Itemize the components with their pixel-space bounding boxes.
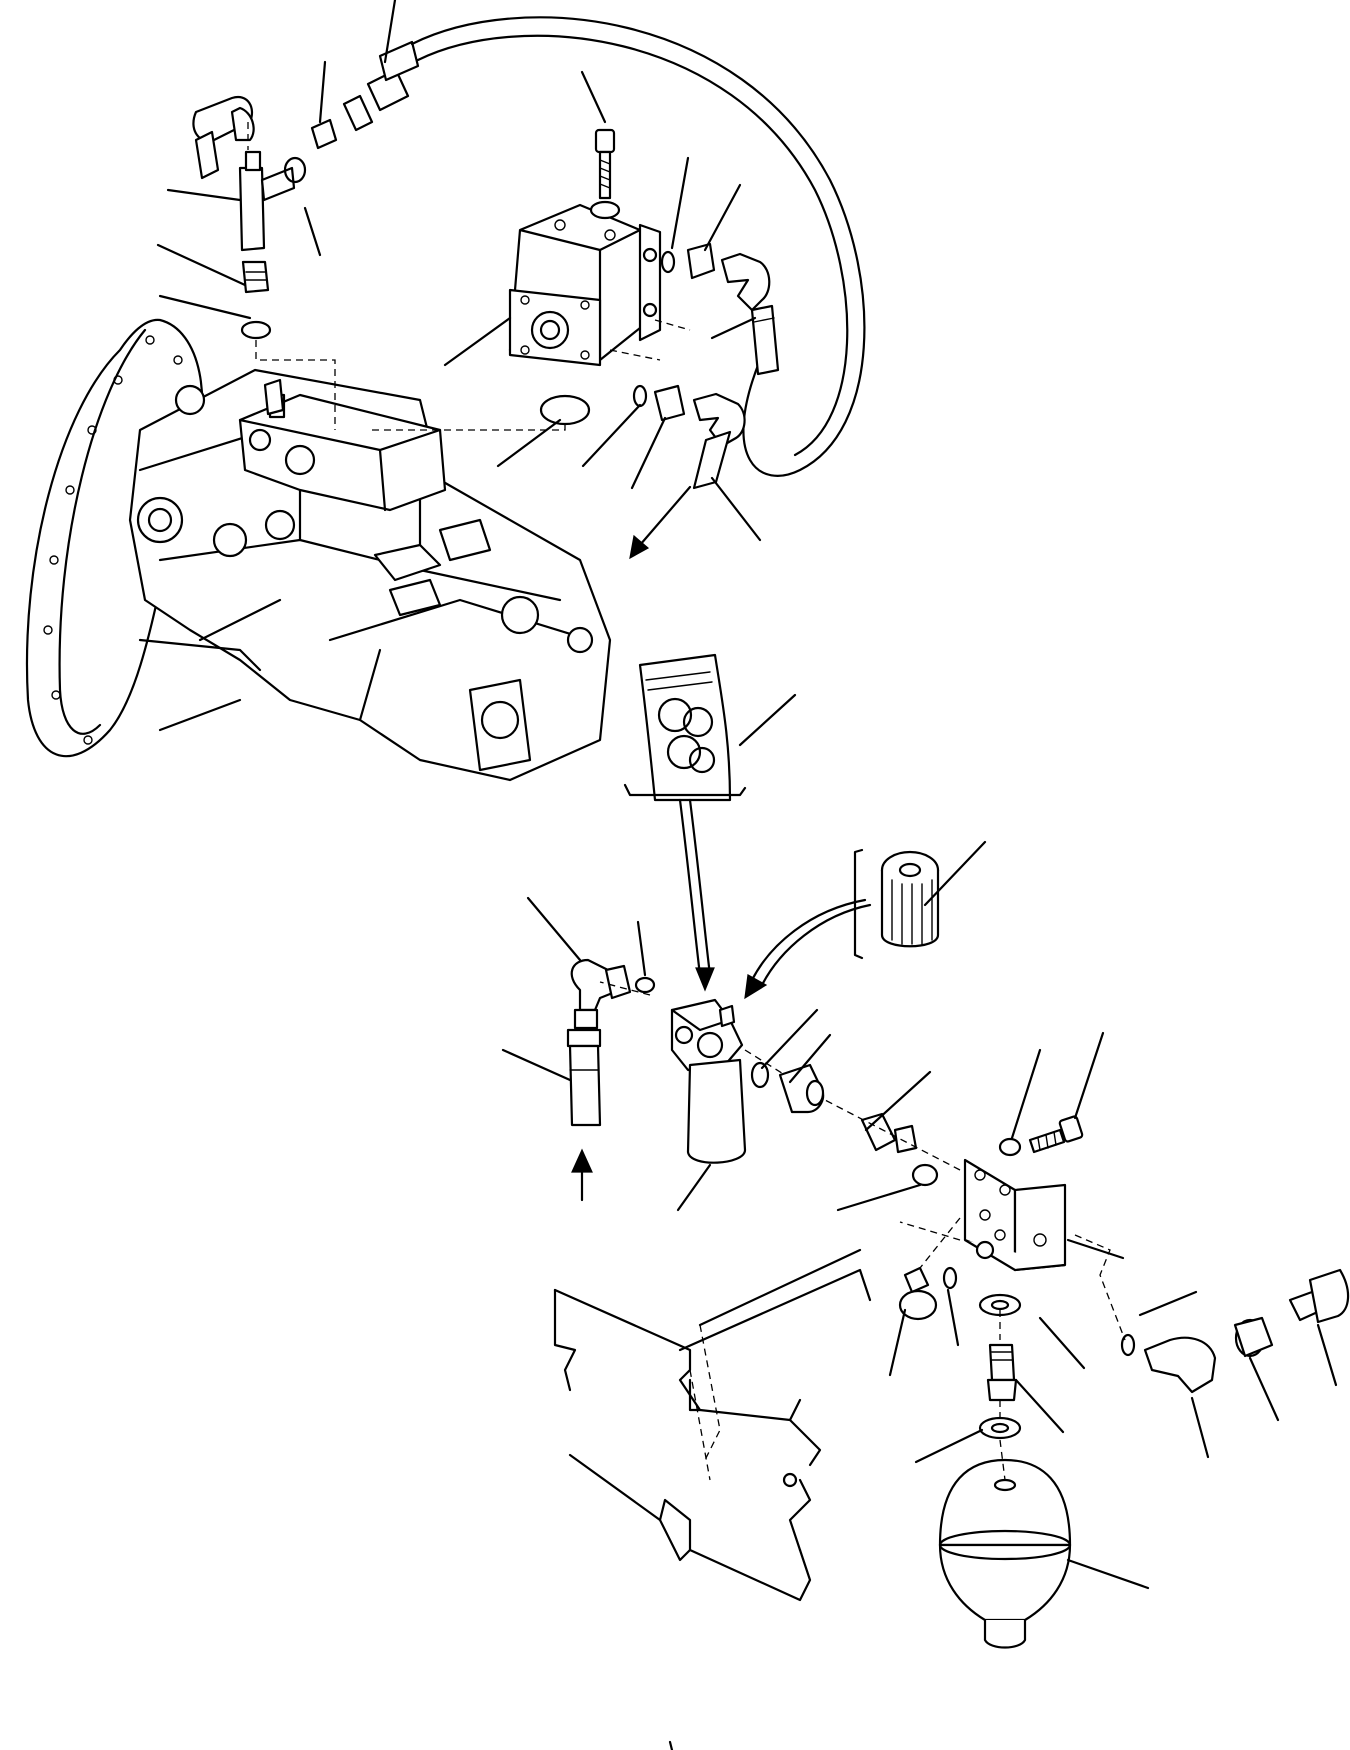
bracket-screw <box>998 1115 1084 1157</box>
callout-leader-lines <box>156 0 1338 1590</box>
right-elbow-chain <box>1120 1268 1350 1394</box>
outlet-fittings <box>750 1061 939 1187</box>
flow-arrow-icon <box>629 534 650 560</box>
bracket-plug <box>898 1266 958 1321</box>
valve-block <box>508 128 662 367</box>
pump-fitting-stack <box>192 16 866 477</box>
inlet-elbow-hose <box>566 958 656 1127</box>
mounting-bracket <box>963 1158 1067 1272</box>
assembly-centerlines-lower <box>599 981 1126 1481</box>
accumulator-adapter <box>978 1293 1022 1440</box>
inlet-arrow-icon <box>571 1148 593 1173</box>
valve-side-fittings <box>539 242 780 490</box>
frame-section <box>553 1248 872 1602</box>
hydraulic-pump-assembly <box>25 318 612 782</box>
assembly-centerlines-upper <box>247 122 691 431</box>
line-filter <box>670 998 747 1164</box>
accumulator <box>938 1458 1072 1649</box>
seal-kit <box>623 653 747 802</box>
filter-element <box>853 848 940 960</box>
